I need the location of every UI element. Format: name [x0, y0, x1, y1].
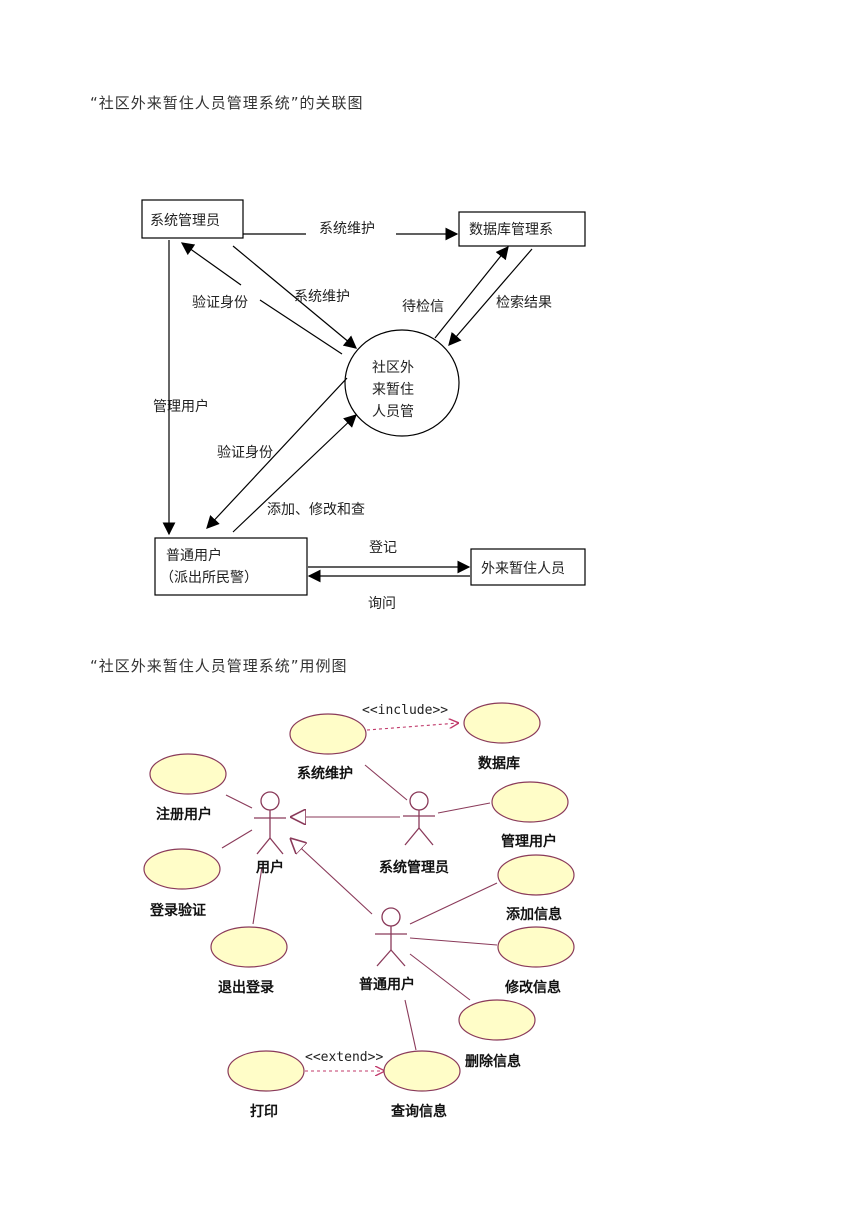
process-label-line1: 社区外: [372, 360, 414, 376]
usecase-modify-info-label: 修改信息: [504, 979, 561, 996]
flow-label-verify-id-upper: 验证身份: [192, 295, 248, 311]
usecase-delete-info-label: 删除信息: [465, 1053, 521, 1070]
actor-normal-user: [375, 907, 407, 967]
flow-label-manage-users: 管理用户: [153, 398, 209, 415]
flow-arrow-search-result: [448, 248, 533, 346]
usecase-logout-ellipse: [210, 926, 288, 968]
actor-user: [254, 791, 286, 855]
actor-sys-admin: [403, 791, 435, 846]
include-relation: [366, 723, 458, 731]
usecase-login-verify-label: 登录验证: [149, 902, 206, 919]
usecase-logout-label: 退出登录: [218, 979, 274, 996]
actor-normal-user-label: 普通用户: [359, 976, 415, 993]
entity-temp-resident: 外来暂住人员: [470, 548, 586, 586]
associations: [221, 764, 498, 1051]
usecase-print-label: 打印: [250, 1103, 278, 1120]
flow-line-verify-id-upper-tail: [259, 299, 343, 355]
extend-stereotype: <<extend>>: [305, 1050, 383, 1065]
include-stereotype: <<include>>: [362, 703, 448, 718]
flow-label-inquire: 询问: [368, 596, 396, 612]
context-diagram-heading: “社区外来暂住人员管理系统”的关联图: [90, 94, 364, 112]
actor-sys-admin-label: 系统管理员: [379, 859, 449, 876]
actor-user-label: 用户: [256, 859, 284, 876]
usecase-diagram-heading: “社区外来暂住人员管理系统”用例图: [90, 657, 348, 675]
usecase-sys-maint-ellipse: [289, 713, 367, 755]
usecase-add-info-label: 添加信息: [506, 906, 562, 923]
flow-label-search-result: 检索结果: [496, 294, 552, 311]
flow-arrow-pending-info: [434, 245, 509, 339]
usecase-database-ellipse: [463, 702, 541, 744]
flow-label-register: 登记: [369, 540, 397, 556]
flow-arrow-verify-id-lower: [206, 377, 348, 529]
entity-sys-admin-label: 系统管理员: [150, 213, 220, 229]
entity-db-admin-label: 数据库管理系: [469, 222, 553, 238]
usecase-print-ellipse: [227, 1050, 305, 1092]
entity-normal-user: 普通用户 （派出所民警）: [154, 537, 308, 596]
usecase-sys-maint-label: 系统维护: [297, 765, 353, 782]
usecase-manage-users-ellipse: [491, 781, 569, 823]
usecase-register-user-label: 注册用户: [156, 806, 212, 823]
entity-normal-user-line2: （派出所民警）: [160, 570, 258, 586]
flow-label-sys-maint-mid: 系统维护: [294, 289, 350, 305]
flow-arrow-sys-maint-mid: [232, 245, 358, 349]
flow-label-pending-info: 待检信: [402, 299, 444, 315]
usecase-manage-users-label: 管理用户: [501, 833, 557, 850]
process-label-line2: 来暂住: [372, 382, 414, 398]
usecase-modify-info-ellipse: [497, 926, 575, 968]
usecase-add-info-ellipse: [497, 854, 575, 896]
usecase-register-user-ellipse: [149, 753, 227, 795]
generalization-normal-to-user: [290, 838, 373, 915]
process-circle: 社区外 来暂住 人员管: [344, 329, 460, 437]
process-label-line3: 人员管: [372, 404, 414, 420]
entity-db-admin: 数据库管理系: [458, 211, 586, 247]
flow-arrow-add-modify-query: [232, 414, 357, 533]
flow-arrow-verify-id-upper: [180, 242, 242, 286]
usecase-query-info-label: 查询信息: [391, 1103, 447, 1120]
flow-label-add-modify-query: 添加、修改和查: [267, 502, 365, 518]
flow-label-sys-maint-top: 系统维护: [319, 221, 375, 237]
usecase-database-label: 数据库: [478, 755, 520, 772]
entity-temp-resident-label: 外来暂住人员: [481, 561, 565, 577]
usecase-delete-info-ellipse: [458, 999, 536, 1041]
entity-normal-user-line1: 普通用户: [166, 547, 222, 564]
usecase-login-verify-ellipse: [143, 848, 221, 890]
flow-label-verify-id-lower: 验证身份: [217, 445, 273, 461]
entity-sys-admin: 系统管理员: [141, 199, 244, 239]
usecase-query-info-ellipse: [383, 1050, 461, 1092]
